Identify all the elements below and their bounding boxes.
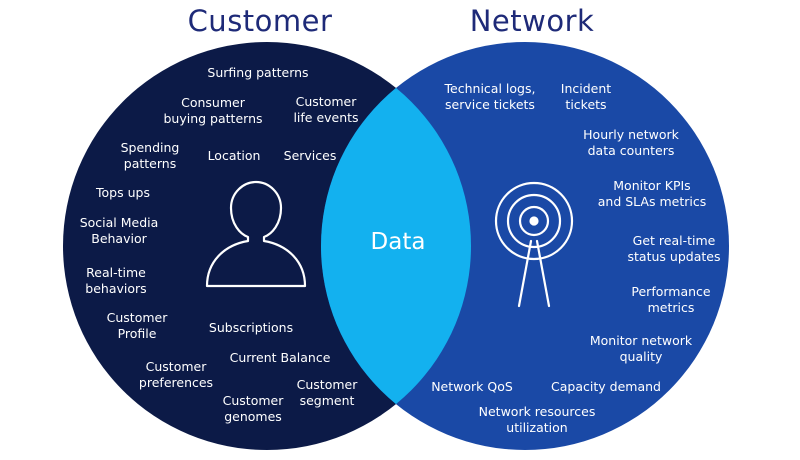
network-item: Monitor network quality	[589, 333, 693, 364]
customer-item: Consumer buying patterns	[163, 95, 263, 126]
antenna-icon	[494, 181, 574, 308]
data-overlap	[321, 42, 471, 450]
customer-item: Customer segment	[296, 377, 358, 408]
network-item: Network resources utilization	[478, 404, 596, 435]
network-item: Technical logs, service tickets	[444, 81, 536, 112]
network-item: Performance metrics	[631, 284, 711, 315]
network-item: Network QoS	[431, 379, 513, 394]
customer-item: Location	[207, 148, 261, 163]
customer-item: Real-time behaviors	[85, 265, 147, 296]
network-item: Get real-time status updates	[627, 233, 721, 264]
customer-item: Customer preferences	[138, 359, 214, 390]
customer-item: Surfing patterns	[207, 65, 309, 80]
customer-title: Customer	[187, 4, 333, 38]
network-item: Capacity demand	[551, 379, 661, 394]
network-item: Monitor KPIs and SLAs metrics	[597, 178, 707, 209]
customer-item: Spending patterns	[120, 140, 180, 171]
customer-item: Subscriptions	[208, 320, 294, 335]
network-item: Incident tickets	[560, 81, 612, 112]
customer-item: Social Media Behavior	[79, 215, 159, 246]
person-icon	[205, 180, 307, 288]
customer-item: Customer Profile	[106, 310, 168, 341]
network-title: Network	[469, 4, 595, 38]
customer-item: Current Balance	[229, 350, 331, 365]
customer-item: Services	[283, 148, 337, 163]
network-item: Hourly network data counters	[583, 127, 679, 158]
data-label: Data	[370, 229, 426, 255]
customer-item: Tops ups	[96, 185, 150, 200]
customer-item: Customer life events	[293, 94, 359, 125]
customer-item: Customer genomes	[222, 393, 284, 424]
